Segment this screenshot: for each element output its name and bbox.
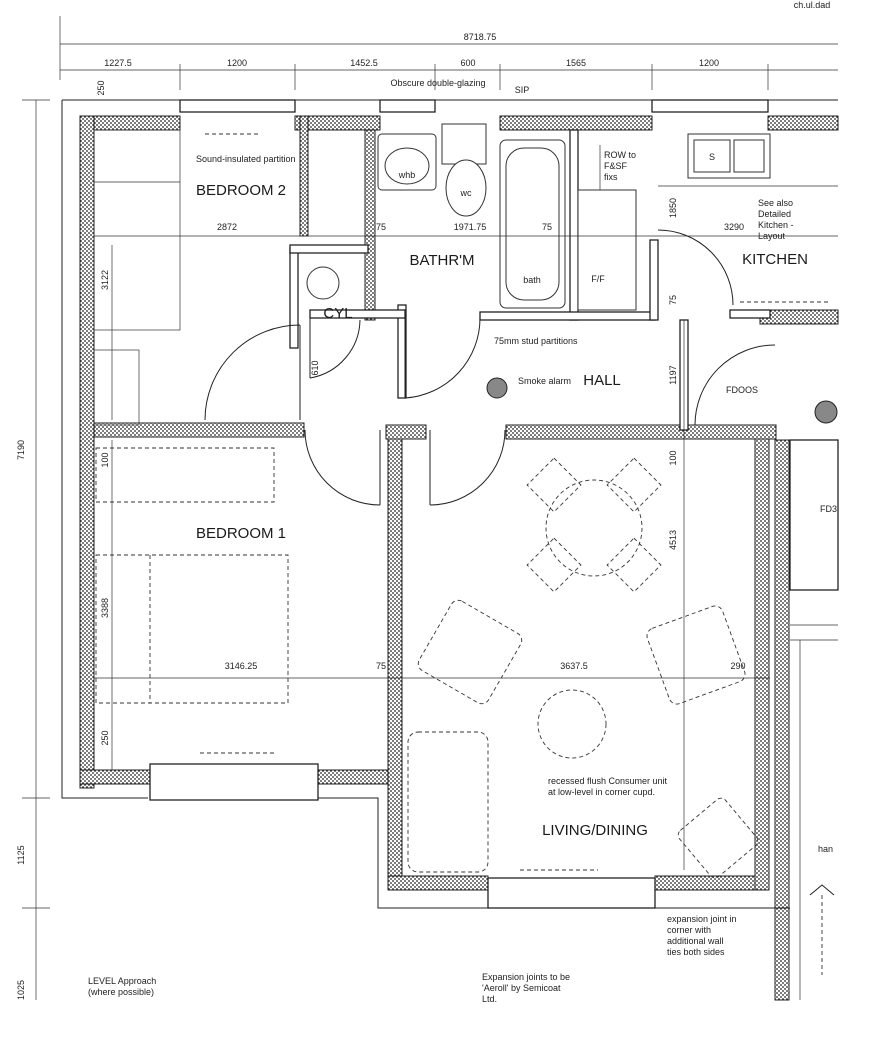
cylinder — [306, 266, 340, 300]
kitchen-fixtures: S — [658, 133, 838, 303]
living-furniture — [407, 457, 759, 879]
corner-note: ch.ul.dad — [794, 0, 831, 10]
outer-outline — [61, 99, 838, 909]
internal-walls — [93, 115, 777, 440]
wall-dimension: 250 — [96, 80, 106, 95]
sound-insulated-note: Sound-insulated partition — [196, 154, 296, 164]
top-dimension: 1452.5 — [350, 58, 378, 68]
dimension: 100 — [668, 450, 678, 465]
dimension: 1850 — [668, 198, 678, 218]
obscure-glazing-note: Obscure double-glazing — [390, 78, 485, 88]
dimension: 75 — [376, 661, 386, 671]
living-label: LIVING/DINING — [542, 822, 648, 839]
dimension: 2872 — [217, 222, 237, 232]
top-dimension: 600 — [460, 58, 475, 68]
top-dimension: 1565 — [566, 58, 586, 68]
hall-label: HALL — [583, 372, 621, 389]
wc-label: wc — [460, 188, 472, 198]
top-dimension: 1200 — [227, 58, 247, 68]
room-labels: BEDROOM 2 BATHR'M KITCHEN CYL HALL BEDRO… — [196, 182, 808, 839]
bedroom1-label: BEDROOM 1 — [196, 525, 286, 542]
dimension: 75 — [376, 222, 386, 232]
right-edge-label: FD3 — [820, 504, 837, 514]
dimension: 100 — [100, 452, 110, 467]
whb-label: whb — [398, 170, 416, 180]
dimension: 3637.5 — [560, 661, 588, 671]
fridge-label: F/F — [591, 274, 605, 284]
overall-dimension: 8718.75 — [464, 32, 497, 42]
door-swings — [204, 229, 776, 506]
dimension: 250 — [100, 730, 110, 745]
bedroom1-furniture — [95, 447, 289, 754]
sip-note: SIP — [515, 85, 530, 95]
stud-partitions-note: 75mm stud partitions — [494, 336, 578, 346]
dimension: 4513 — [668, 530, 678, 550]
left-dimensions: 7190 1125 1025 — [16, 99, 50, 1000]
dimension: 3122 — [100, 270, 110, 290]
right-edge-label: han — [818, 844, 833, 854]
sink-label: S — [709, 152, 715, 162]
internal-dimension-lines — [94, 235, 838, 870]
dimension: 3146.25 — [225, 661, 258, 671]
dimension: 1971.75 — [454, 222, 487, 232]
bath-label: bath — [523, 275, 541, 285]
left-dimension-lower: 1125 — [16, 845, 26, 864]
dimension: 290 — [730, 661, 745, 671]
fdoos-label: FDOOS — [726, 385, 758, 395]
dimension: 610 — [310, 360, 320, 375]
bathroom-fixtures: whb wc — [377, 123, 637, 311]
smoke-alarm-note: Smoke alarm — [518, 376, 571, 386]
expansion-joints-note: Expansion joints to be'Aeroll' by Semico… — [482, 972, 570, 1004]
level-approach-note: LEVEL Approach(where possible) — [88, 976, 156, 997]
dimension: 75 — [668, 295, 678, 305]
right-edge-fragments — [789, 439, 839, 1000]
smoke-alarm-icon — [814, 400, 838, 424]
external-walls — [79, 99, 839, 1001]
top-dimension: 1200 — [699, 58, 719, 68]
kitchen-label: KITCHEN — [742, 251, 808, 268]
bedroom2-furniture — [93, 129, 260, 426]
left-dimension-bottom: 1025 — [16, 980, 26, 1000]
dimension: 3388 — [100, 598, 110, 618]
top-dimension: 1227.5 — [104, 58, 132, 68]
dimension: 75 — [542, 222, 552, 232]
bedroom2-label: BEDROOM 2 — [196, 182, 286, 199]
cylinder-label: CYL — [323, 305, 352, 322]
left-dimension: 7190 — [16, 440, 26, 460]
inner-dimensions: 2872 3122 75 1971.75 75 3290 1850 75 119… — [100, 198, 746, 746]
dimension: 3290 — [724, 222, 744, 232]
bathroom-label: BATHR'M — [409, 252, 474, 269]
smoke-alarm-icon — [486, 377, 508, 399]
dimension: 1197 — [668, 365, 678, 384]
top-dimensions: 8718.75 1227.5 1200 1452.5 600 1565 1200… — [59, 0, 838, 96]
